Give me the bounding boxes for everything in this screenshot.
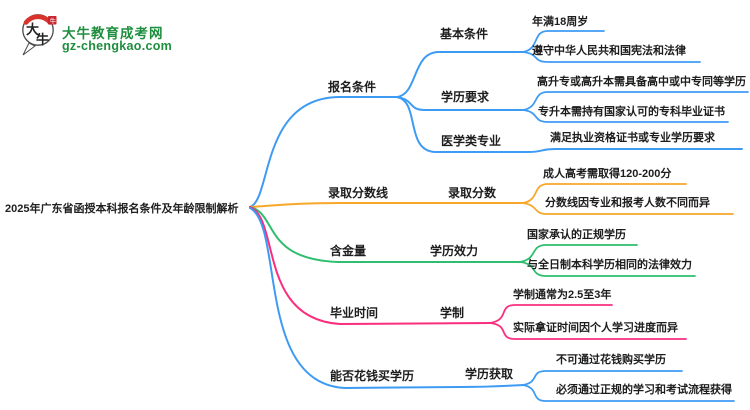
leaf-line-cannot-buy bbox=[522, 370, 683, 386]
leaf-diploma: 专升本需持有国家认可的专科毕业证书 bbox=[538, 106, 725, 118]
logo-badge-char-bottom: 牛 bbox=[36, 32, 49, 47]
leaf-state-recognized: 国家承认的正规学历 bbox=[527, 229, 626, 241]
leaf-must-study: 必须通过正规的学习和考试流程获得 bbox=[556, 384, 732, 396]
site-logo: 大 牛 牛 大牛教育成考网 gz-chengkao.com bbox=[14, 10, 234, 60]
leaf-line-same-legal bbox=[519, 261, 696, 277]
leaf-highschool: 高升专或高升本需具备高中或中专同等学历 bbox=[537, 76, 746, 88]
leaf-line-must-study bbox=[522, 384, 735, 402]
branch-line-medical bbox=[396, 96, 743, 153]
logo-seal-char: 牛 bbox=[50, 16, 57, 25]
sub-label-basic: 基本条件 bbox=[440, 27, 489, 41]
logo-badge-char-top: 大 bbox=[26, 22, 39, 37]
sub-label-medical: 医学类专业 bbox=[441, 134, 502, 148]
branch-line-signup bbox=[249, 96, 398, 208]
sub-label-acquisition: 学历获取 bbox=[465, 367, 514, 381]
sub-label-edu-req: 学历要求 bbox=[441, 90, 490, 104]
branch-label-buy-degree: 能否花钱买学历 bbox=[330, 369, 415, 383]
leaf-line-score-range bbox=[522, 183, 687, 204]
sub-label-duration: 学制 bbox=[440, 306, 465, 320]
leaf-line-age18 bbox=[522, 30, 605, 53]
leaf-line-score-vary bbox=[522, 202, 734, 215]
leaf-score-range: 成人高考需取得120-200分 bbox=[543, 168, 672, 180]
branch-label-value: 含金量 bbox=[330, 244, 367, 258]
site-name: 大牛教育成考网 bbox=[62, 26, 164, 41]
leaf-age18: 年满18周岁 bbox=[532, 16, 589, 28]
branch-line-value bbox=[249, 206, 521, 263]
sub-label-validity: 学历效力 bbox=[430, 244, 479, 258]
mindmap-root-title: 2025年广东省函授本科报名条件及年龄限制解析 bbox=[5, 203, 239, 215]
leaf-same-legal: 与全日制本科学历相同的法律效力 bbox=[527, 259, 692, 271]
branch-line-buy-degree bbox=[249, 207, 524, 389]
leaf-line-duration bbox=[489, 304, 613, 324]
leaf-line-actual-time bbox=[489, 322, 687, 340]
leaf-actual-time: 实际拿证时间因个人学习进度而异 bbox=[513, 322, 678, 334]
branch-label-score: 录取分数线 bbox=[328, 186, 389, 200]
branch-label-signup: 报名条件 bbox=[328, 80, 377, 94]
leaf-line-highschool bbox=[522, 91, 749, 111]
branch-label-graduation: 毕业时间 bbox=[330, 306, 379, 320]
leaf-law: 遵守中华人民共和国宪法和法律 bbox=[532, 45, 686, 57]
sub-label-score: 录取分数 bbox=[448, 186, 497, 200]
leaf-score-vary: 分数线因专业和报考人数不同而异 bbox=[545, 197, 710, 209]
logo-badge-icon: 大 牛 牛 bbox=[22, 14, 57, 56]
leaf-line-diploma bbox=[522, 109, 729, 123]
leaf-cannot-buy: 不可通过花钱购买学历 bbox=[556, 354, 666, 366]
leaf-line-state-recognized bbox=[519, 244, 638, 263]
branch-line-graduation bbox=[249, 206, 491, 325]
leaf-medical-cert: 满足执业资格证书或专业学历要求 bbox=[550, 132, 715, 144]
site-domain: gz-chengkao.com bbox=[62, 39, 173, 53]
leaf-duration-years: 学制通常为2.5至3年 bbox=[513, 289, 612, 301]
leaf-line-law bbox=[522, 51, 701, 63]
branch-line-basic bbox=[396, 51, 524, 98]
branch-line-score bbox=[249, 202, 524, 208]
